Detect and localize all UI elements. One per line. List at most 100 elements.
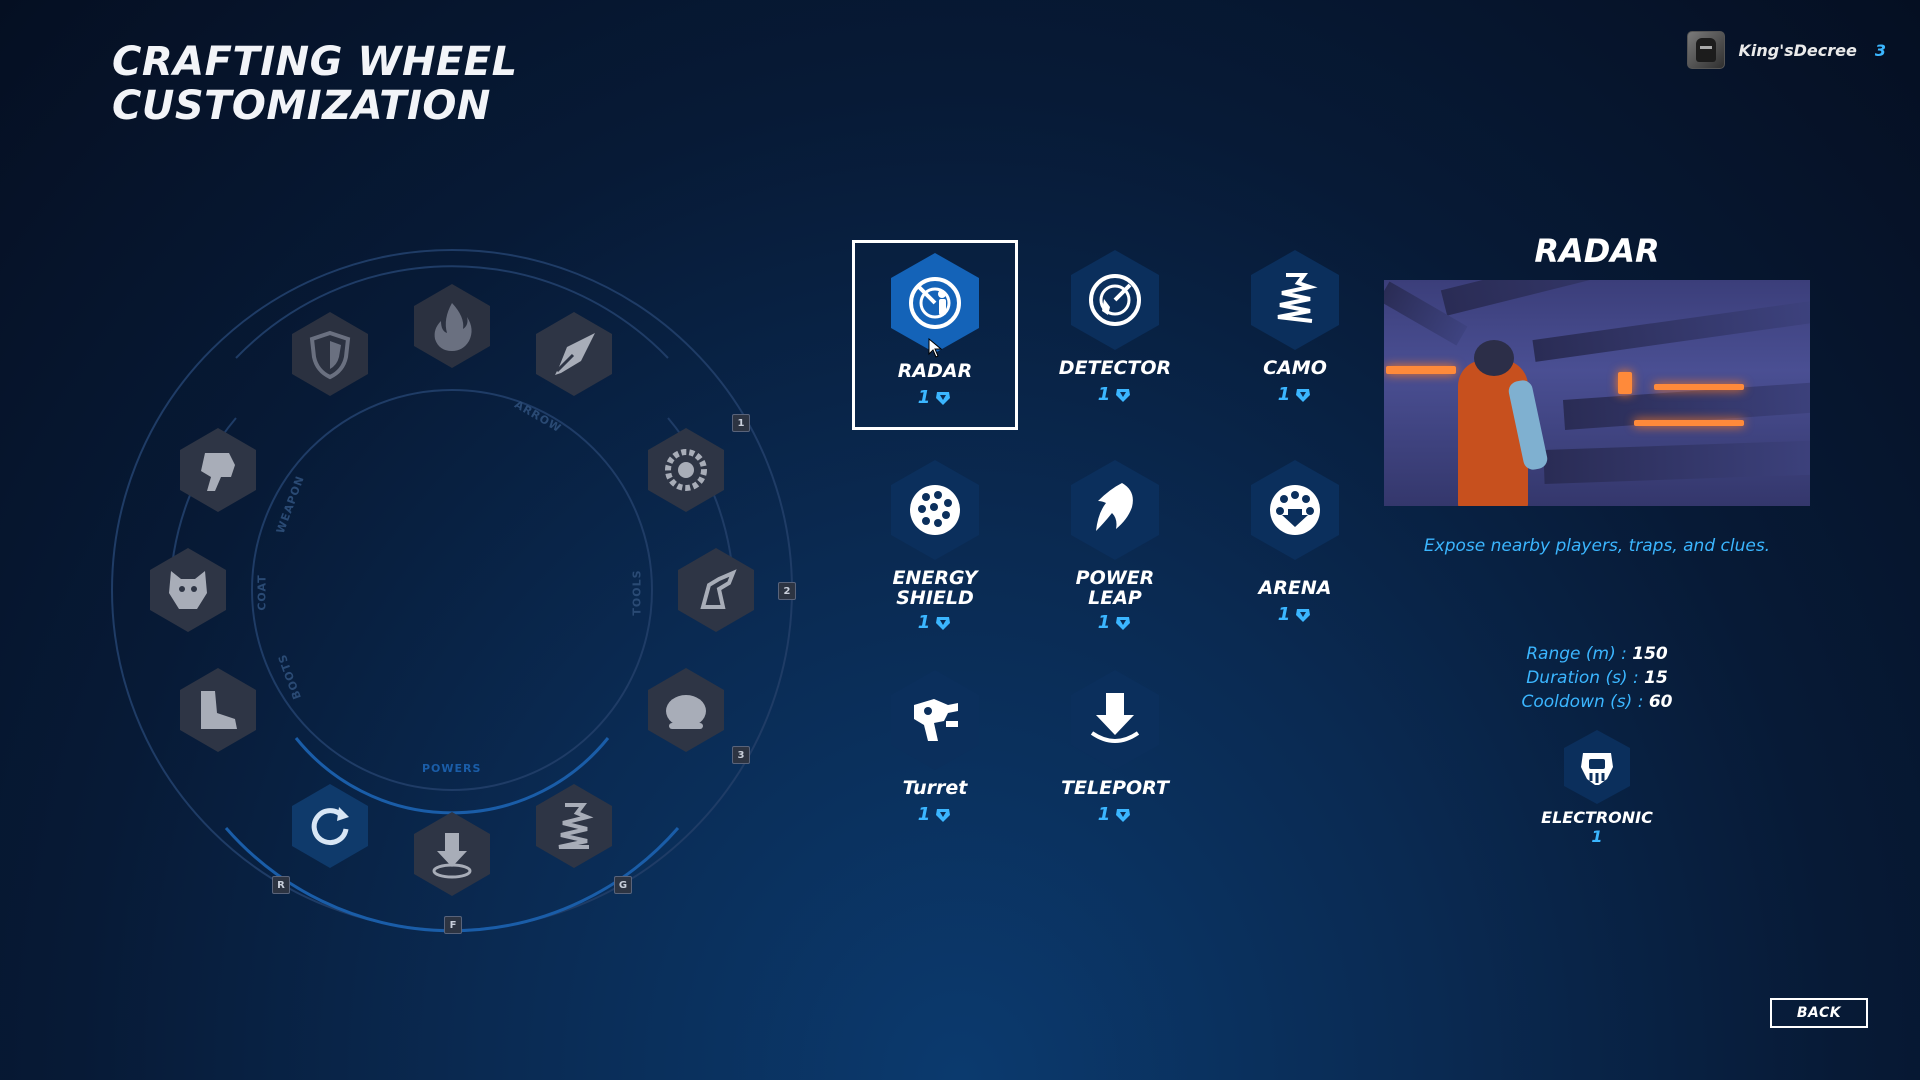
fire-icon bbox=[434, 303, 472, 351]
wheel-label-tools: TOOLS bbox=[630, 569, 644, 616]
page-title-line-1: CRAFTING WHEEL bbox=[112, 39, 518, 85]
arena-icon bbox=[1270, 485, 1320, 535]
gauntlet-icon bbox=[201, 453, 235, 491]
power-category: ELECTRONIC 1 bbox=[1384, 728, 1810, 846]
player-profile[interactable]: King'sDecree 3 bbox=[1686, 28, 1886, 72]
key-badge-r: R bbox=[272, 876, 290, 894]
saw-trap-icon bbox=[665, 449, 707, 491]
power-card-camo[interactable]: CAMO 1 bbox=[1212, 240, 1378, 430]
power-name-line-1: POWER bbox=[1075, 567, 1155, 589]
avatar bbox=[1686, 31, 1725, 69]
back-button[interactable]: BACK bbox=[1770, 998, 1868, 1028]
power-cost: 1 bbox=[1278, 384, 1313, 405]
wheel-slot-tool-3[interactable] bbox=[642, 666, 730, 754]
radar-icon bbox=[909, 277, 961, 329]
refresh-icon bbox=[311, 807, 349, 846]
crafting-token-icon bbox=[1296, 388, 1311, 402]
shield-icon bbox=[309, 330, 351, 380]
player-name: King'sDecree bbox=[1738, 40, 1857, 60]
power-name-line-2: SHIELD bbox=[896, 587, 974, 609]
wheel-slot-boots[interactable] bbox=[174, 666, 262, 754]
stat-label: Cooldown (s) : bbox=[1521, 692, 1644, 712]
wheel-slot-power-g[interactable] bbox=[530, 782, 618, 870]
wheel-slot-power-r[interactable] bbox=[286, 782, 374, 870]
wheel-slot-shield[interactable] bbox=[286, 310, 374, 398]
arrowhead-icon bbox=[555, 333, 595, 375]
stat-value: 150 bbox=[1632, 644, 1668, 664]
power-name: TELEPORT bbox=[1061, 777, 1169, 799]
power-name: DETECTOR bbox=[1058, 357, 1172, 379]
turret-icon bbox=[914, 699, 958, 741]
power-preview-image bbox=[1384, 280, 1810, 506]
crafting-token-icon bbox=[1116, 388, 1131, 402]
wheel-slot-power-f[interactable] bbox=[408, 810, 496, 898]
power-card-power-leap[interactable]: POWER LEAP 1 bbox=[1032, 450, 1198, 640]
power-grid: RADAR 1 DETECTOR 1 CAMO 1 bbox=[852, 240, 1392, 850]
power-cost: 1 bbox=[1278, 604, 1313, 625]
crafting-wheel: ARROW WEAPON COAT BOOTS TOOLS POWERS bbox=[100, 238, 820, 958]
wheel-label-coat: COAT bbox=[255, 574, 269, 611]
key-badge-1: 1 bbox=[732, 414, 750, 432]
boot-icon bbox=[201, 691, 237, 729]
category-name: ELECTRONIC bbox=[1541, 808, 1653, 827]
wheel-slot-coat[interactable] bbox=[144, 546, 232, 634]
cost-value: 1 bbox=[917, 804, 931, 825]
power-card-arena[interactable]: ARENA 1 bbox=[1212, 450, 1378, 640]
detector-icon bbox=[1089, 274, 1141, 326]
page-title-line-2: CUSTOMIZATION bbox=[112, 83, 491, 129]
wheel-label-powers: POWERS bbox=[422, 762, 482, 775]
power-cost: 1 bbox=[1098, 804, 1133, 825]
stat-label: Range (m) : bbox=[1526, 644, 1627, 664]
cost-value: 1 bbox=[1277, 384, 1291, 405]
power-cost: 1 bbox=[918, 387, 953, 408]
wheel-slot-weapon[interactable] bbox=[174, 426, 262, 514]
power-detail-panel: RADAR Expose nearby players, traps, and … bbox=[1384, 228, 1810, 846]
wheel-slot-tool-2[interactable] bbox=[672, 546, 760, 634]
category-count: 1 bbox=[1591, 827, 1603, 846]
cost-value: 1 bbox=[1097, 804, 1111, 825]
power-cost: 1 bbox=[918, 612, 953, 633]
power-card-energy-shield[interactable]: ENERGY SHIELD 1 bbox=[852, 450, 1018, 640]
power-card-teleport[interactable]: TELEPORT 1 bbox=[1032, 660, 1198, 850]
mouse-cursor-icon bbox=[928, 338, 942, 358]
key-badge-3: 3 bbox=[732, 746, 750, 764]
wheel-slot-fire[interactable] bbox=[408, 282, 496, 370]
crafting-token-icon bbox=[1116, 808, 1131, 822]
crafting-token-icon bbox=[1116, 616, 1131, 630]
crafting-token-icon bbox=[936, 808, 951, 822]
stat-duration: Duration (s) : 15 bbox=[1384, 666, 1810, 690]
crafting-token-icon bbox=[936, 391, 951, 405]
power-name: Turret bbox=[902, 777, 968, 799]
key-badge-2: 2 bbox=[778, 582, 796, 600]
teleport-icon bbox=[1090, 693, 1140, 743]
power-name-line-1: ENERGY bbox=[892, 567, 978, 589]
energy-shield-icon bbox=[910, 485, 960, 535]
teleport-icon bbox=[432, 833, 472, 879]
crafting-token-icon bbox=[1296, 608, 1311, 622]
stat-value: 15 bbox=[1644, 668, 1668, 688]
detail-title: RADAR bbox=[1534, 232, 1660, 270]
stat-range: Range (m) : 150 bbox=[1384, 642, 1810, 666]
wheel-slot-tool-1[interactable] bbox=[642, 426, 730, 514]
power-leap-icon bbox=[1096, 483, 1133, 531]
power-card-turret[interactable]: Turret 1 bbox=[852, 660, 1018, 850]
power-name: ARENA bbox=[1258, 577, 1332, 599]
power-name: RADAR bbox=[897, 360, 973, 382]
stat-label: Duration (s) : bbox=[1526, 668, 1639, 688]
power-name-line-2: LEAP bbox=[1088, 587, 1142, 609]
camo-icon bbox=[1277, 273, 1318, 323]
wheel-slot-arrow[interactable] bbox=[530, 310, 618, 398]
cost-value: 1 bbox=[917, 612, 931, 633]
bomb-icon bbox=[666, 695, 706, 729]
power-card-detector[interactable]: DETECTOR 1 bbox=[1032, 240, 1198, 430]
stat-value: 60 bbox=[1648, 692, 1673, 712]
key-badge-g: G bbox=[614, 876, 632, 894]
power-cost: 1 bbox=[1098, 384, 1133, 405]
cost-value: 1 bbox=[917, 387, 931, 408]
key-badge-f: F bbox=[444, 916, 462, 934]
detail-description: Expose nearby players, traps, and clues. bbox=[1423, 536, 1771, 556]
power-card-radar[interactable]: RADAR 1 bbox=[852, 240, 1018, 430]
page-title: CRAFTING WHEEL CUSTOMIZATION bbox=[112, 40, 612, 128]
player-level: 3 bbox=[1874, 40, 1886, 60]
stat-cooldown: Cooldown (s) : 60 bbox=[1384, 690, 1810, 714]
